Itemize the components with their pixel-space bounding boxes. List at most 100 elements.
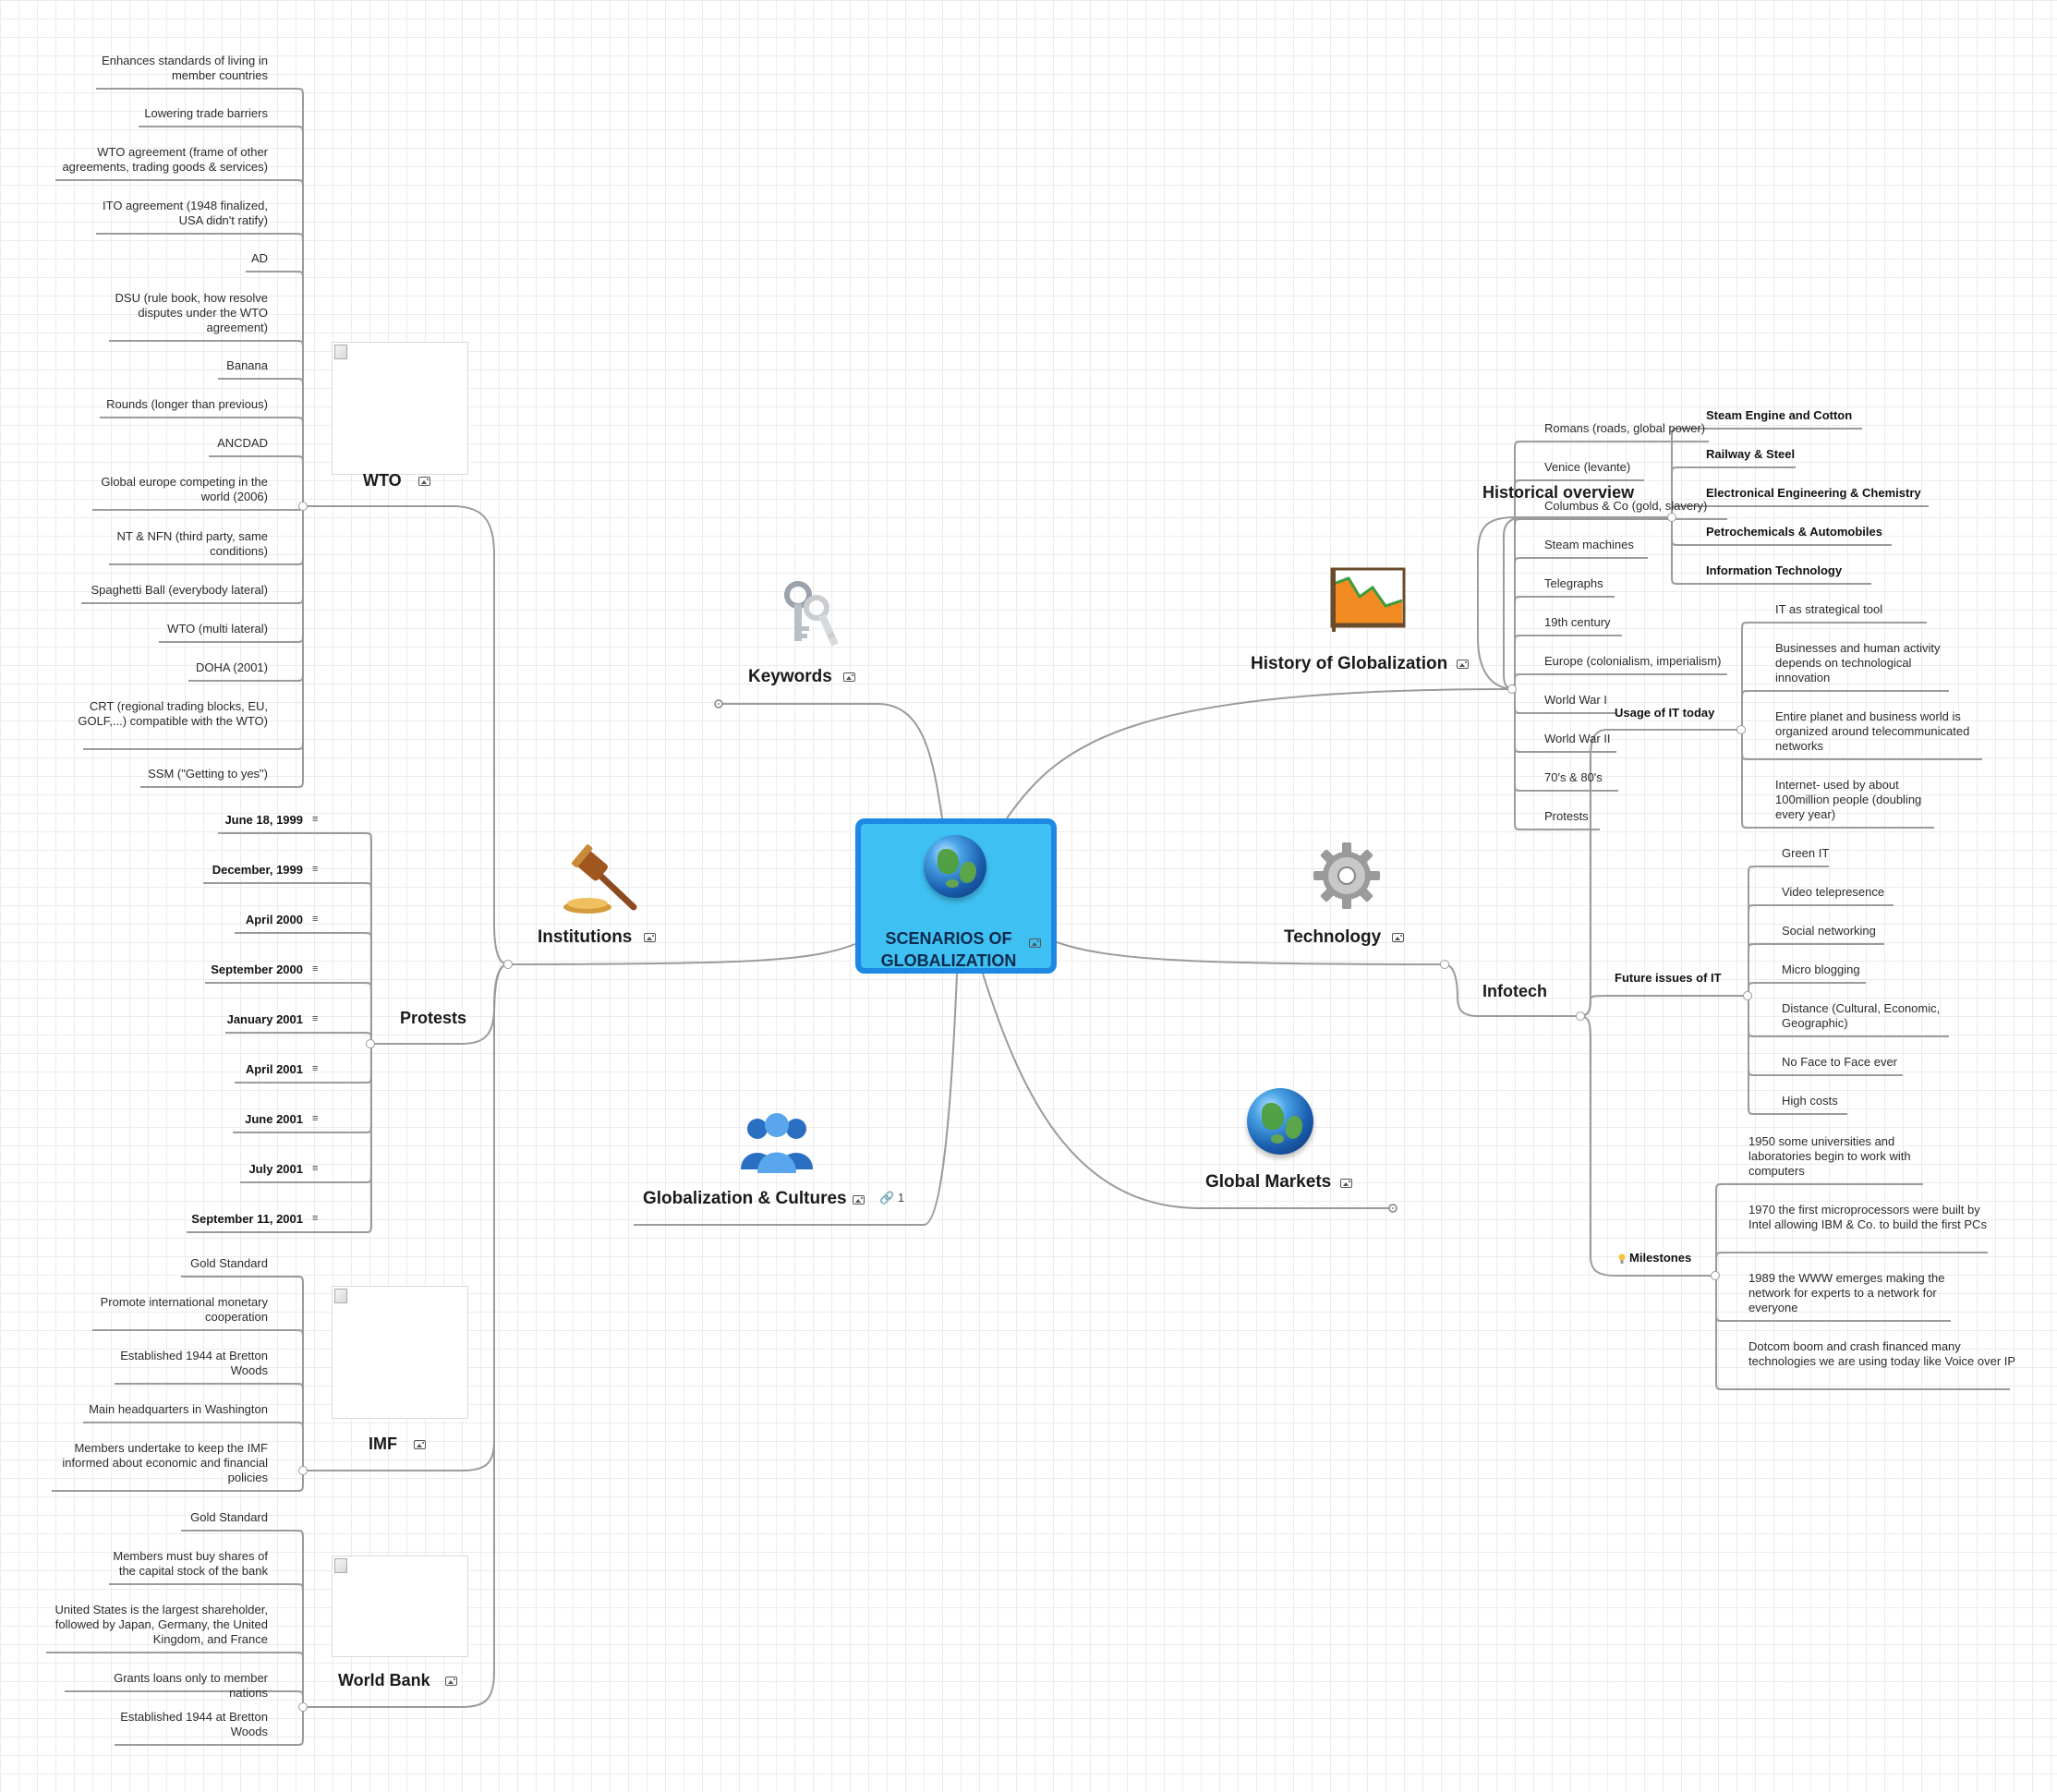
list-item[interactable]: United States is the largest shareholder… (54, 1603, 268, 1646)
list-item[interactable]: Established 1944 at Bretton Woods (120, 1710, 268, 1738)
worldbank-title[interactable]: World Bank (338, 1671, 430, 1689)
list-item[interactable]: Micro blogging (1782, 963, 1860, 976)
note-icon[interactable]: ≡ (312, 1013, 319, 1024)
future-hub[interactable] (1743, 991, 1752, 1000)
imf-title[interactable]: IMF (369, 1435, 397, 1453)
list-item[interactable]: 1970 the first microprocessors were buil… (1748, 1203, 1987, 1231)
list-item[interactable]: 1950 some universities and laboratories … (1748, 1134, 1911, 1178)
list-item[interactable]: Dotcom boom and crash financed many tech… (1748, 1339, 2016, 1368)
list-item[interactable]: World War II (1544, 732, 1611, 745)
list-item[interactable]: Internet- used by about 100million peopl… (1775, 778, 1922, 821)
industry-item[interactable]: Information Technology (1706, 563, 1843, 577)
list-item[interactable]: World War I (1544, 693, 1607, 707)
protest-date[interactable]: June 18, 1999 (224, 813, 303, 827)
list-item[interactable]: IT as strategical tool (1775, 602, 1883, 616)
note-icon[interactable]: ≡ (312, 963, 319, 975)
protest-date[interactable]: September 2000 (211, 963, 303, 976)
list-item[interactable]: Gold Standard (190, 1510, 268, 1524)
note-icon[interactable]: ≡ (312, 1063, 319, 1074)
image-icon[interactable] (1340, 1179, 1352, 1188)
list-item[interactable]: Promote international monetary cooperati… (100, 1295, 268, 1324)
list-item[interactable]: AD (250, 251, 268, 265)
wto-hub[interactable] (298, 502, 308, 511)
list-item[interactable]: Rounds (longer than previous) (106, 397, 268, 411)
protests-hub[interactable] (366, 1039, 375, 1048)
list-item[interactable]: ITO agreement (1948 finalized, USA didn'… (103, 199, 268, 227)
industry-item[interactable]: Petrochemicals & Automobiles (1706, 525, 1882, 539)
cultures-title[interactable]: Globalization & Cultures (643, 1189, 847, 1208)
imf-hub[interactable] (298, 1466, 308, 1475)
image-icon[interactable] (418, 477, 430, 486)
image-icon[interactable] (414, 1440, 426, 1449)
list-item[interactable]: Members must buy shares of the capital s… (113, 1549, 268, 1578)
future-title[interactable]: Future issues of IT (1615, 971, 1722, 985)
note-icon[interactable]: ≡ (312, 864, 319, 875)
list-item[interactable]: 70's & 80's (1544, 770, 1603, 784)
list-item[interactable]: Distance (Cultural, Economic, Geographic… (1782, 1001, 1941, 1030)
history-title[interactable]: History of Globalization (1251, 654, 1448, 673)
collapse-toggle[interactable] (714, 699, 723, 708)
list-item[interactable]: Established 1944 at Bretton Woods (120, 1349, 268, 1377)
protest-date[interactable]: June 2001 (245, 1112, 303, 1126)
list-item[interactable]: Global europe competing in the world (20… (101, 475, 268, 503)
history-hub[interactable] (1507, 684, 1517, 694)
list-item[interactable]: 19th century (1544, 615, 1611, 629)
note-icon[interactable]: ≡ (312, 914, 319, 925)
protest-date[interactable]: September 11, 2001 (191, 1212, 303, 1226)
protest-date[interactable]: July 2001 (248, 1162, 303, 1176)
list-item[interactable]: Entire planet and business world is orga… (1775, 709, 1970, 753)
protest-date[interactable]: December, 1999 (212, 863, 303, 877)
list-item[interactable]: Venice (levante) (1544, 460, 1631, 474)
list-item[interactable]: Social networking (1782, 924, 1876, 938)
list-item[interactable]: DOHA (2001) (195, 660, 268, 674)
list-item[interactable]: Banana (226, 358, 268, 372)
protest-date[interactable]: January 2001 (226, 1012, 303, 1026)
list-item[interactable]: Steam machines (1544, 538, 1634, 551)
list-item[interactable]: Gold Standard (190, 1256, 268, 1270)
technology-title[interactable]: Technology (1284, 927, 1382, 947)
worldbank-hub[interactable] (298, 1702, 308, 1712)
list-item[interactable]: Romans (roads, global power) (1544, 421, 1706, 435)
wto-title[interactable]: WTO (363, 471, 402, 490)
list-item[interactable]: ANCDAD (217, 436, 268, 450)
note-icon[interactable]: ≡ (312, 1163, 319, 1174)
list-item[interactable]: 1989 the WWW emerges making the network … (1748, 1271, 1945, 1314)
image-icon[interactable] (853, 1195, 865, 1205)
protest-date[interactable]: April 2000 (245, 913, 303, 926)
list-item[interactable]: Protests (1544, 809, 1589, 823)
list-item[interactable]: Green IT (1782, 846, 1830, 860)
image-icon[interactable] (1392, 933, 1404, 942)
industry-item[interactable]: Railway & Steel (1706, 447, 1796, 461)
institutions-hub[interactable] (503, 960, 513, 969)
link-icon[interactable]: 🔗 1 (879, 1191, 905, 1205)
industry-item[interactable]: Steam Engine and Cotton (1706, 408, 1853, 422)
list-item[interactable]: Europe (colonialism, imperialism) (1544, 654, 1722, 668)
usage-title[interactable]: Usage of IT today (1615, 706, 1715, 720)
list-item[interactable]: WTO (multi lateral) (167, 622, 268, 636)
note-icon[interactable]: ≡ (312, 1213, 319, 1224)
list-item[interactable]: Businesses and human activity depends on… (1775, 641, 1941, 684)
list-item[interactable]: DSU (rule book, how resolve disputes und… (115, 291, 268, 334)
list-item[interactable]: Spaghetti Ball (everybody lateral) (91, 583, 269, 597)
note-icon[interactable]: ≡ (312, 1113, 319, 1124)
infotech-hub[interactable] (1576, 1011, 1585, 1021)
collapse-toggle[interactable] (1388, 1204, 1398, 1213)
industry-item[interactable]: Electronical Engineering & Chemistry (1706, 486, 1921, 500)
note-icon[interactable]: ≡ (312, 814, 319, 825)
image-icon[interactable] (445, 1677, 457, 1686)
protests-title[interactable]: Protests (400, 1009, 467, 1027)
milestones-hub[interactable] (1711, 1271, 1720, 1280)
milestones-title[interactable]: Milestones (1629, 1251, 1692, 1265)
protest-date[interactable]: April 2001 (245, 1062, 303, 1076)
image-icon[interactable] (1457, 660, 1469, 669)
image-icon[interactable] (644, 933, 656, 942)
list-item[interactable]: CRT (regional trading blocks, EU, GOLF,.… (78, 699, 268, 728)
institutions-title[interactable]: Institutions (538, 927, 633, 947)
list-item[interactable]: Main headquarters in Washington (89, 1402, 268, 1416)
list-item[interactable]: High costs (1782, 1094, 1838, 1108)
list-item[interactable]: Members undertake to keep the IMF inform… (62, 1441, 268, 1484)
list-item[interactable]: Telegraphs (1544, 576, 1603, 590)
technology-hub[interactable] (1440, 960, 1449, 969)
list-item[interactable]: SSM ("Getting to yes") (148, 767, 268, 781)
central-topic[interactable]: SCENARIOS OF GLOBALIZATION (855, 818, 1057, 974)
